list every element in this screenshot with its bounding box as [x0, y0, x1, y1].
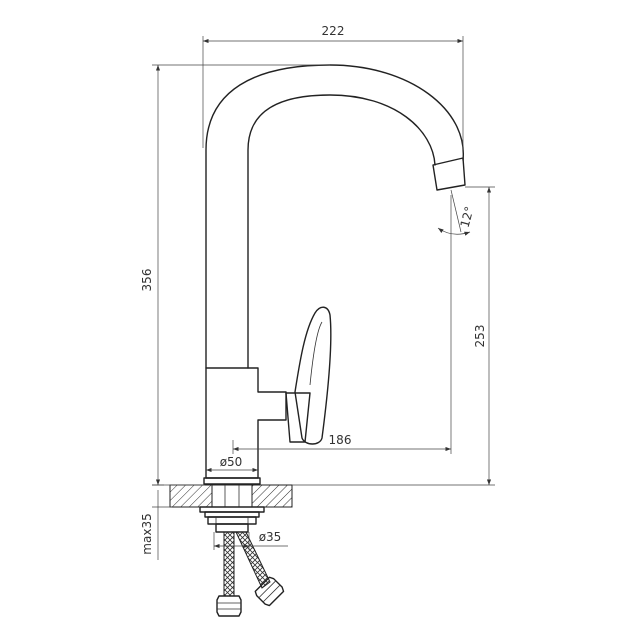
dimension-height-label: 356 — [140, 269, 154, 292]
spout-outer-contour — [205, 64, 464, 369]
lever-handle — [294, 306, 332, 445]
dimension-width-label: 222 — [322, 24, 345, 38]
dimension-height: 356 — [140, 64, 330, 486]
hose-left — [223, 531, 235, 597]
cartridge-housing — [285, 392, 311, 443]
spout-inner-contour — [247, 94, 436, 369]
faucet-body — [203, 64, 466, 485]
dimension-spout-angle-label: 12° — [458, 205, 477, 229]
base-flange — [203, 477, 261, 485]
countertop-section — [169, 484, 293, 508]
dimension-deck-thickness-label: max35 — [140, 513, 154, 554]
dimension-base-diameter: ø50 — [206, 455, 258, 473]
dimension-spout-reach: 186 — [232, 195, 452, 454]
mixer-body — [205, 367, 287, 479]
dimension-deck-thickness: max35 — [140, 484, 172, 560]
hose-nut-left — [216, 595, 242, 617]
dimension-spout-reach-label: 186 — [329, 433, 352, 447]
dimension-spout-angle: 12° — [437, 189, 477, 236]
spout-aerator — [432, 157, 466, 191]
lever-handle-inner — [309, 321, 323, 386]
dimension-width: 222 — [202, 24, 464, 150]
flexible-hoses — [216, 531, 285, 617]
dimension-thread-diameter: ø35 — [213, 530, 288, 550]
dimension-spout-height: 253 — [292, 186, 495, 486]
dimension-thread-diameter-label: ø35 — [259, 530, 282, 544]
hose-nut-right — [254, 576, 285, 607]
mounting-hardware — [199, 506, 265, 533]
dimension-base-diameter-label: ø50 — [220, 455, 243, 469]
dimension-spout-height-label: 253 — [473, 325, 487, 348]
